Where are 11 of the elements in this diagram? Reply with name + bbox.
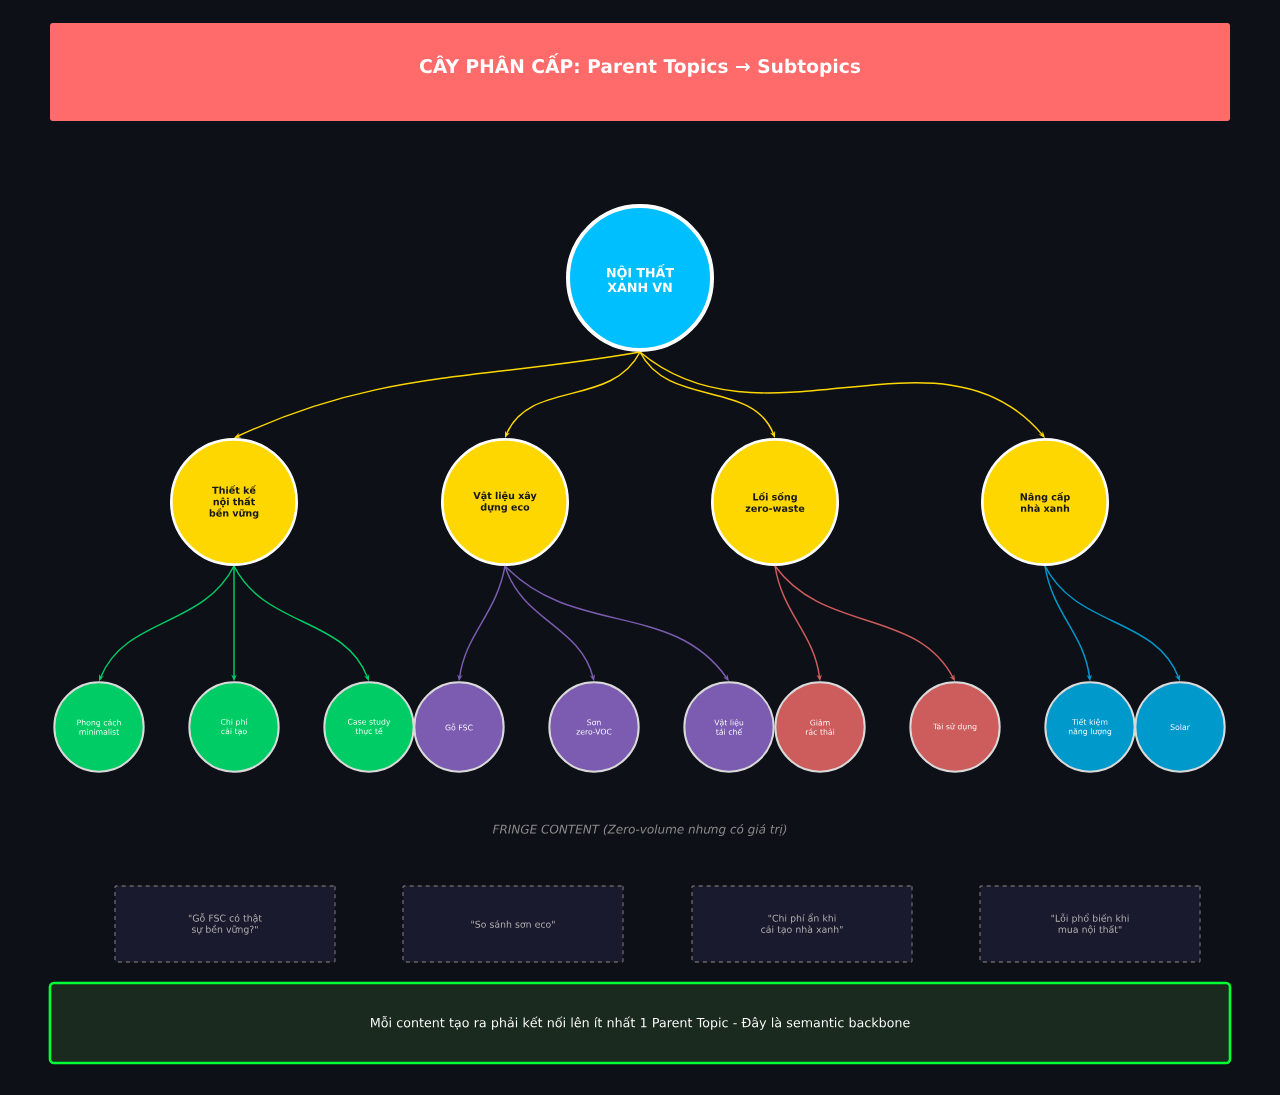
arrow [234,351,641,438]
fringe-content-box: "Chi phí ẩn khi cải tạo nhà xanh" [691,885,913,963]
arrow [639,351,776,438]
arrow [639,351,1045,438]
fringe-content-box: "Gỗ FSC có thật sự bền vững?" [114,885,336,963]
title-banner: CÂY PHÂN CẤP: Parent Topics → Subtopics [50,23,1230,121]
arrow [505,351,641,438]
note-box: Mỗi content tạo ra phải kết nối lên ít nhất 1 Parent Topic - Đây là semantic backbone [48,981,1232,1065]
fringe-content-box: "Lỗi phổ biến khi mua nội thất" [979,885,1201,963]
fringe-content-box: "So sánh sơn eco" [402,885,624,963]
section-label: FRINGE CONTENT (Zero-volume nhưng có giá trị) [492,823,787,837]
